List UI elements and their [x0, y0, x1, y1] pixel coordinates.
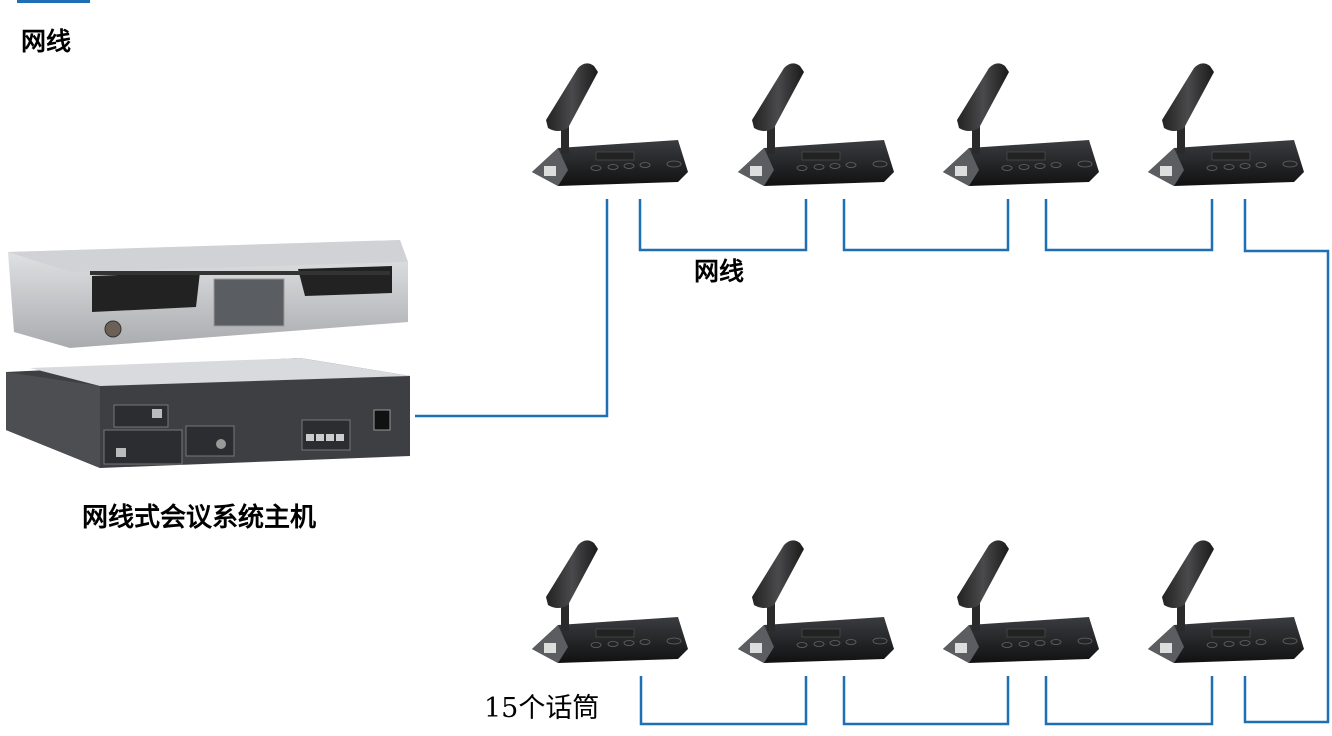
- cable-loop-right: [1243, 199, 1330, 724]
- conference-microphone: [737, 62, 894, 187]
- cable-bottom-3: [1044, 676, 1214, 726]
- conference-microphone: [942, 539, 1099, 664]
- mic-count-label: 15个话筒: [484, 693, 600, 724]
- conference-microphone: [942, 62, 1099, 187]
- conference-microphone: [1147, 539, 1304, 664]
- cable-host-to-mic1: [415, 199, 609, 418]
- microphone-row-bottom: [531, 539, 1304, 664]
- host-unit-front: [8, 240, 408, 348]
- network-cables: [415, 199, 1330, 726]
- conference-microphone: [1147, 62, 1304, 187]
- cable-top-3: [1044, 199, 1214, 252]
- cable-top-2: [842, 199, 1010, 252]
- cable-bottom-1: [639, 676, 808, 726]
- microphone-row-top: [531, 62, 1304, 187]
- accent-bar: [17, 0, 90, 3]
- cable-top-1: [638, 199, 808, 252]
- conference-microphone: [737, 539, 894, 664]
- host-label: 网线式会议系统主机: [82, 503, 317, 533]
- cable-label: 网线: [694, 257, 745, 286]
- host-unit-back: [6, 358, 410, 468]
- section-title: 网线: [21, 27, 72, 56]
- cable-bottom-2: [842, 676, 1010, 726]
- conference-microphone: [531, 539, 688, 664]
- conference-microphone: [531, 62, 688, 187]
